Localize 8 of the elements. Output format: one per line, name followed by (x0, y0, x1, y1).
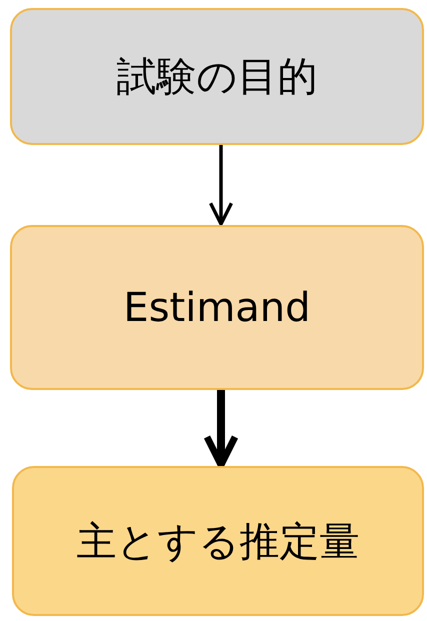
process-box (10, 225, 424, 390)
box-label: Estimand (123, 284, 311, 330)
process-box (12, 466, 424, 616)
arrow (204, 390, 238, 468)
process-box (10, 8, 424, 145)
box-label: 試験の目的 (116, 53, 318, 102)
arrow (208, 145, 234, 226)
box-label: 主とする推定量 (76, 518, 360, 566)
